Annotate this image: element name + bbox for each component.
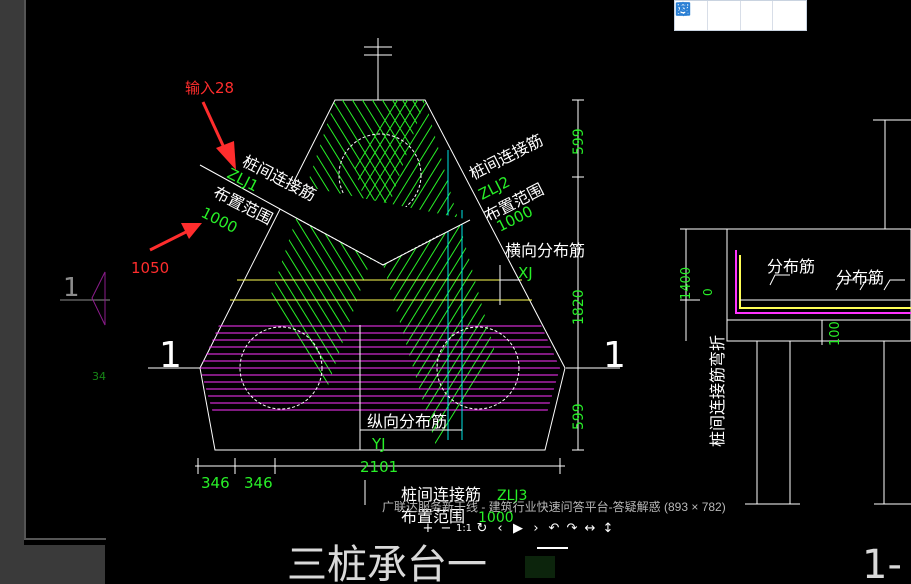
pile-top (338, 133, 422, 217)
left-fragment: 1 34 (60, 271, 110, 383)
left-dim-label: 34 (92, 370, 106, 383)
left-panel-border-bottom (26, 538, 106, 540)
detail-dim-100: 100 (828, 321, 843, 346)
reset-button[interactable]: ↻ (476, 520, 488, 536)
zlj3-title: 桩间连接筋 (401, 485, 481, 504)
dim-bottom (195, 458, 565, 474)
section-mark-left: 1 (159, 335, 182, 376)
rotate-left-button[interactable]: ↶ (548, 520, 560, 536)
detail-bar-label-1: 分布筋 (767, 257, 815, 276)
xj-label: 横向分布筋 (505, 241, 585, 260)
image-viewer-controls: + − 1:1 ↻ ‹ ▶ › ↶ ↷ ↔ ↕ (419, 519, 617, 537)
rotate-right-button[interactable]: ↷ (566, 520, 578, 536)
title-artifact (525, 556, 555, 578)
image-toolbar (674, 0, 807, 31)
annotation-arrow-bottom (149, 223, 202, 252)
detail-dim-0: 0 (701, 288, 715, 296)
drawing-title: 三桩承台一 (287, 542, 487, 584)
gear-icon (676, 1, 691, 17)
actual-size-button[interactable]: 1:1 (455, 522, 473, 534)
pile-right (436, 326, 520, 410)
zlj3-range-label: 布置范围 (401, 507, 465, 526)
pile-left (239, 326, 323, 410)
left-section-mark: 1 (63, 273, 80, 303)
image-button[interactable] (675, 1, 774, 30)
left-panel-strip (0, 0, 24, 545)
play-button[interactable]: ▶ (513, 520, 523, 536)
section-mark-right: 1 (603, 335, 626, 376)
section-title: 1- (862, 542, 902, 584)
xj-yellow-bars (230, 279, 532, 301)
settings-button[interactable] (676, 1, 806, 30)
detail-dim-1400: 1400 (679, 267, 694, 300)
dashed-pile-links (299, 219, 441, 266)
xj-code: XJ (518, 264, 533, 282)
next-button[interactable]: › (533, 520, 539, 536)
yj-label: 纵向分布筋 (367, 412, 447, 431)
zoom-out-button[interactable]: − (440, 520, 452, 536)
flip-horizontal-button[interactable]: ↔ (584, 520, 596, 536)
detail-bend-label: 桩间连接筋弯折 (708, 335, 727, 447)
annotation-input-label: 输入28 (185, 79, 234, 97)
user-annotations: 输入28 1050 (131, 79, 236, 277)
left-panel-bottom (0, 545, 105, 584)
dim-right-top: 599 (571, 128, 587, 155)
copy-button[interactable] (676, 1, 741, 30)
detail-bar-label-2: 分布筋 (836, 268, 884, 287)
piles (239, 133, 520, 410)
left-panel-border (24, 0, 26, 540)
zlj3-magenta-bars (200, 325, 560, 411)
annotation-arrow-top (201, 101, 236, 170)
dim-right-mid: 1820 (571, 289, 587, 325)
dim-bottom-total: 2101 (360, 458, 398, 476)
zoom-in-button[interactable]: + (422, 520, 434, 536)
previous-button[interactable]: ‹ (497, 520, 503, 536)
axis-marker (364, 38, 392, 100)
zlj3-range-value: 1000 (478, 510, 514, 526)
dim-right (572, 99, 584, 451)
zlj3-code: ZLJ3 (497, 488, 527, 504)
annotation-value-label: 1050 (131, 259, 169, 277)
cyan-guides (447, 150, 463, 440)
image-viewer-caption: 广联达服务新干线 - 建筑行业快速问答平台-答疑解惑 (893 × 782) (382, 500, 726, 514)
flip-vertical-button[interactable]: ↕ (602, 520, 614, 536)
dim-right-bottom: 599 (571, 403, 587, 430)
yj-code: YJ (371, 435, 386, 453)
dim-bottom-1: 346 (201, 474, 230, 492)
dim-bottom-2: 346 (244, 474, 273, 492)
section-detail: 1400 0 100 分布筋 分布筋 桩间连接筋弯折 (679, 119, 911, 505)
